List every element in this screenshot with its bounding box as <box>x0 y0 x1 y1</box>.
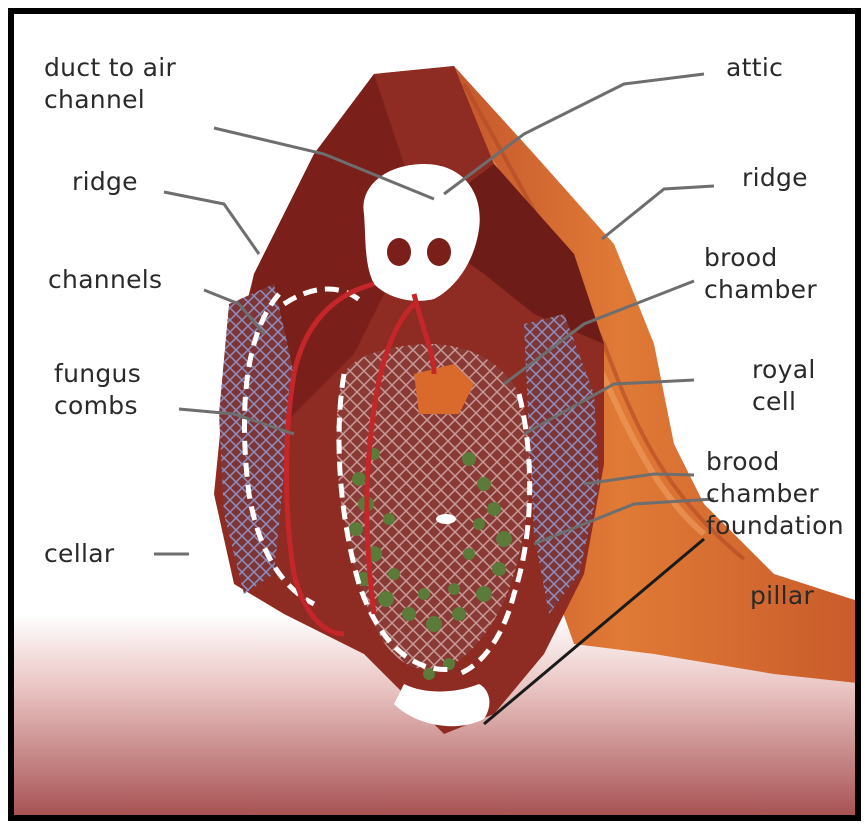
diagram-frame: duct to air channel attic ridge ridge ch… <box>8 8 861 821</box>
label-fungus-combs: fungus combs <box>54 358 141 422</box>
label-brood-chamber-foundation: brood chamber foundation <box>706 446 844 542</box>
label-royal-cell: royal cell <box>752 354 816 418</box>
label-cellar: cellar <box>44 538 114 570</box>
duct-opening <box>387 238 411 266</box>
label-brood-chamber: brood chamber <box>704 242 817 306</box>
mound-illustration <box>14 14 861 821</box>
label-pillar: pillar <box>750 580 814 612</box>
label-channels: channels <box>48 264 162 296</box>
label-duct-to-air-channel: duct to air channel <box>44 52 176 116</box>
label-ridge-right: ridge <box>742 162 808 194</box>
label-attic: attic <box>726 52 783 84</box>
label-ridge-left: ridge <box>72 166 138 198</box>
duct-opening <box>427 238 451 266</box>
